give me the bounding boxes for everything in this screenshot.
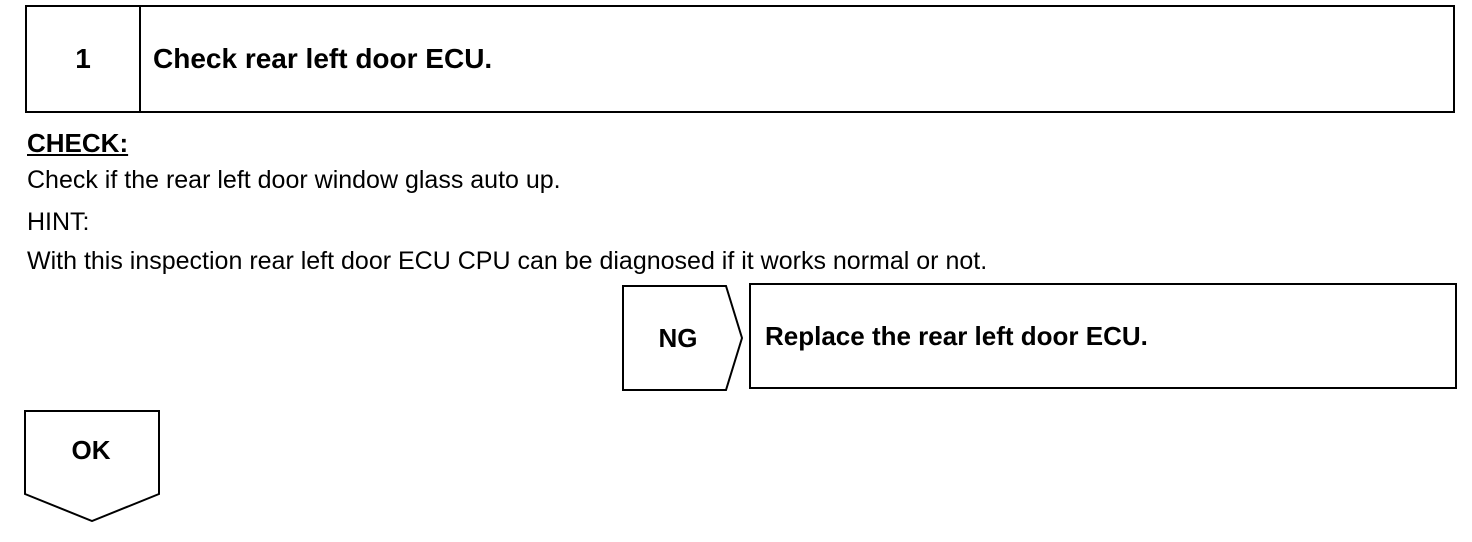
ng-label: NG — [658, 322, 698, 353]
step-header: 1 Check rear left door ECU. — [25, 5, 1455, 113]
hint-label: HINT: — [27, 208, 90, 236]
check-text: Check if the rear left door window glass… — [27, 166, 561, 194]
ok-label: OK — [71, 434, 111, 465]
step-title: Check rear left door ECU. — [153, 43, 493, 74]
ok-arrow-shape — [24, 410, 160, 522]
step-number: 1 — [27, 7, 141, 111]
ng-action-box: Replace the rear left door ECU. — [749, 283, 1457, 389]
hint-text: With this inspection rear left door ECU … — [27, 247, 988, 275]
check-label: CHECK: — [27, 128, 129, 158]
ng-arrow-shape — [622, 285, 744, 391]
